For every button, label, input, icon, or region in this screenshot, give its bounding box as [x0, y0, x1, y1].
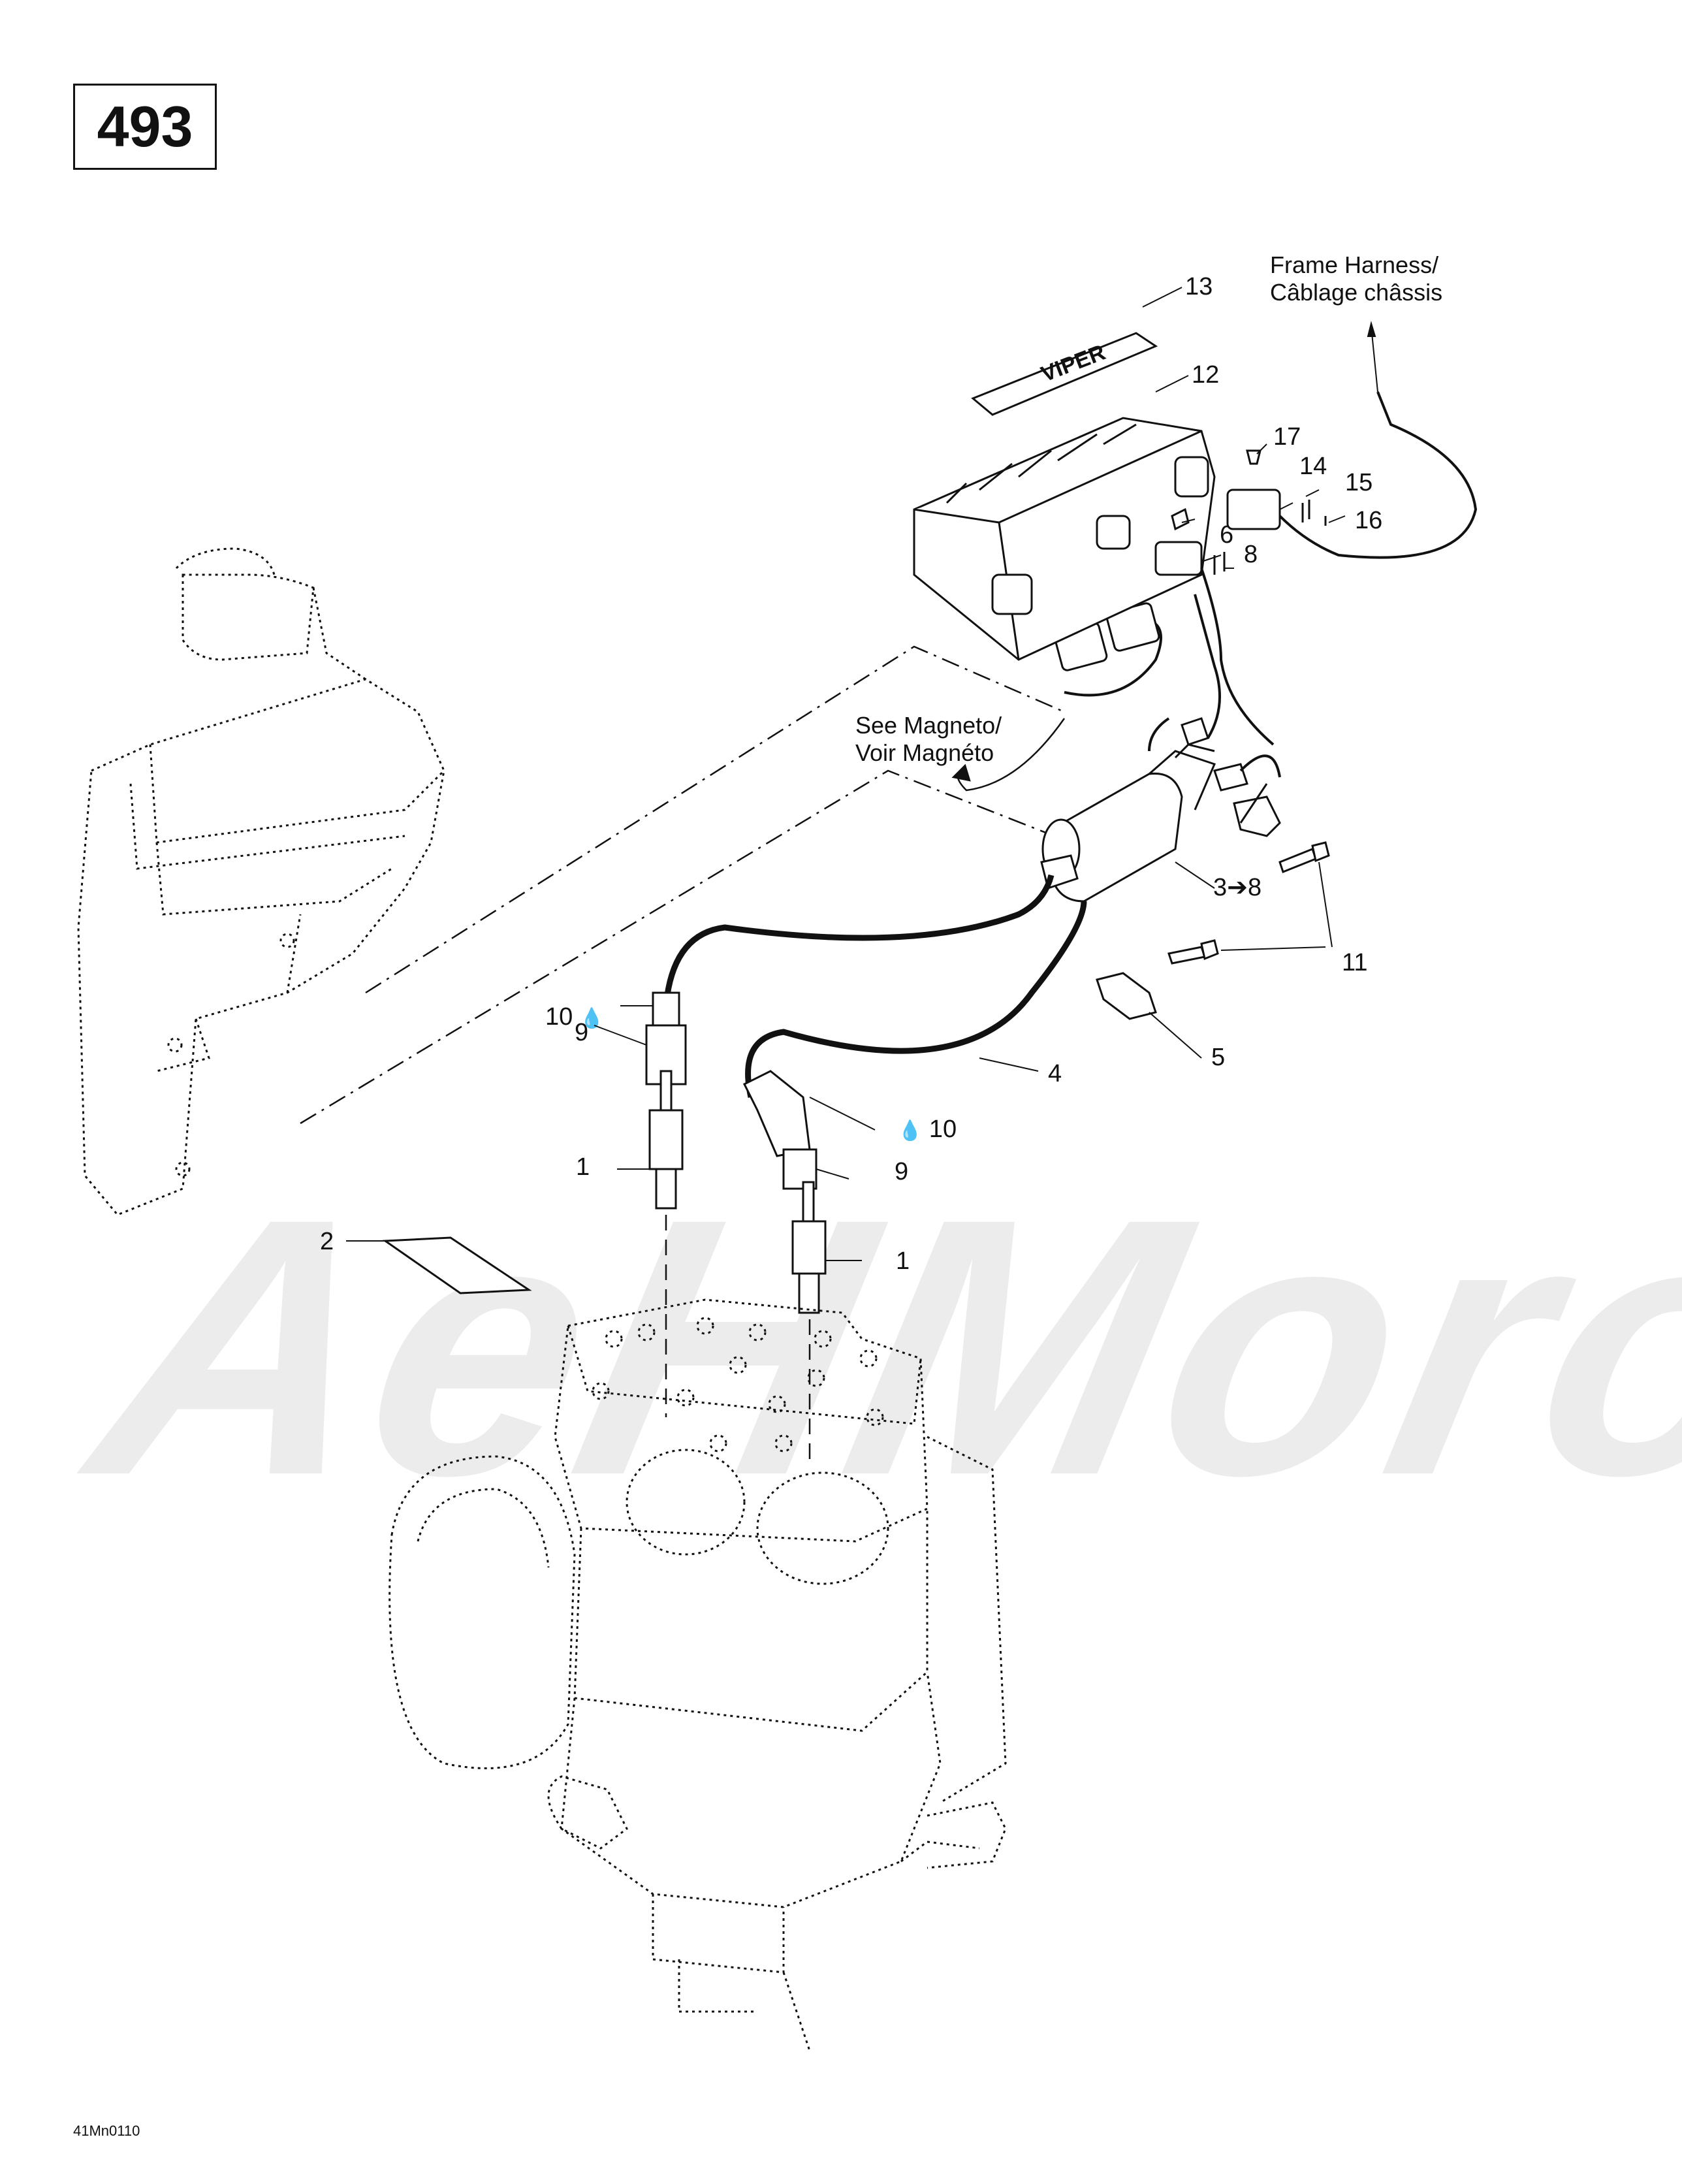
magneto-wire	[951, 718, 1066, 792]
spark-plug-caps	[645, 991, 817, 1190]
frame-harness-note: Frame Harness/ Câblage châssis	[1270, 251, 1442, 306]
page-number: 493	[97, 94, 193, 159]
callout-13: 13	[1185, 273, 1213, 300]
callout-2: 2	[320, 1228, 334, 1255]
see-magneto-line-2: Voir Magnéto	[855, 739, 994, 766]
callout-17: 17	[1273, 423, 1301, 451]
frame-harness-line-1: Frame Harness/	[1270, 251, 1439, 278]
frame-harness-line-2: Câblage châssis	[1270, 279, 1443, 306]
callout-16: 16	[1355, 507, 1383, 534]
callout-10-right-number: 10	[928, 1116, 957, 1143]
ignition-coil	[1040, 743, 1268, 903]
frame-harness-arrow	[1367, 321, 1378, 393]
callout-12: 12	[1192, 361, 1220, 389]
page-number-box: 493	[73, 84, 217, 170]
callout-15: 15	[1345, 469, 1373, 496]
spark-plugs	[648, 1070, 827, 1314]
frame-harness-wire	[1200, 391, 1478, 746]
warning-decal	[382, 1236, 532, 1294]
callout-9-right: 9	[895, 1158, 909, 1185]
callout-5: 5	[1211, 1044, 1226, 1071]
callout-10-left-number: 10	[545, 1003, 573, 1031]
callout-10-right: 💧 10	[898, 1117, 957, 1142]
callout-1-right: 1	[896, 1247, 910, 1275]
figure-code: 41Mn0110	[73, 2123, 140, 2139]
callout-9-left: 9	[575, 1019, 589, 1046]
callout-4: 4	[1048, 1060, 1062, 1087]
callout-8: 8	[1244, 541, 1258, 568]
coil-wiring	[1064, 594, 1281, 778]
oil-reservoir	[77, 547, 445, 1216]
plug-guide-lines	[665, 1215, 811, 1463]
callout-10-left: 10 💧	[545, 1004, 604, 1029]
alignment-lines	[300, 645, 1071, 1125]
see-magneto-note: See Magneto/ Voir Magnéto	[855, 712, 1002, 767]
ecu-connectors	[1154, 449, 1327, 576]
callout-1-left: 1	[576, 1153, 590, 1181]
cable-clamp	[1096, 972, 1157, 1020]
callout-11: 11	[1342, 949, 1368, 976]
engine	[389, 1298, 1007, 2051]
model-decal: VIPER	[971, 332, 1158, 416]
callout-3-to-8: 3➔8	[1213, 874, 1262, 901]
oil-drop-icon: 💧	[579, 1008, 605, 1029]
leader-lines	[346, 287, 1346, 1261]
high-tension-cables	[663, 874, 1087, 1098]
see-magneto-line-1: See Magneto/	[855, 712, 1002, 739]
bolts	[1167, 841, 1330, 965]
oil-drop-icon: 💧	[898, 1120, 923, 1142]
callout-14: 14	[1299, 453, 1327, 480]
electrical-box	[913, 417, 1216, 661]
